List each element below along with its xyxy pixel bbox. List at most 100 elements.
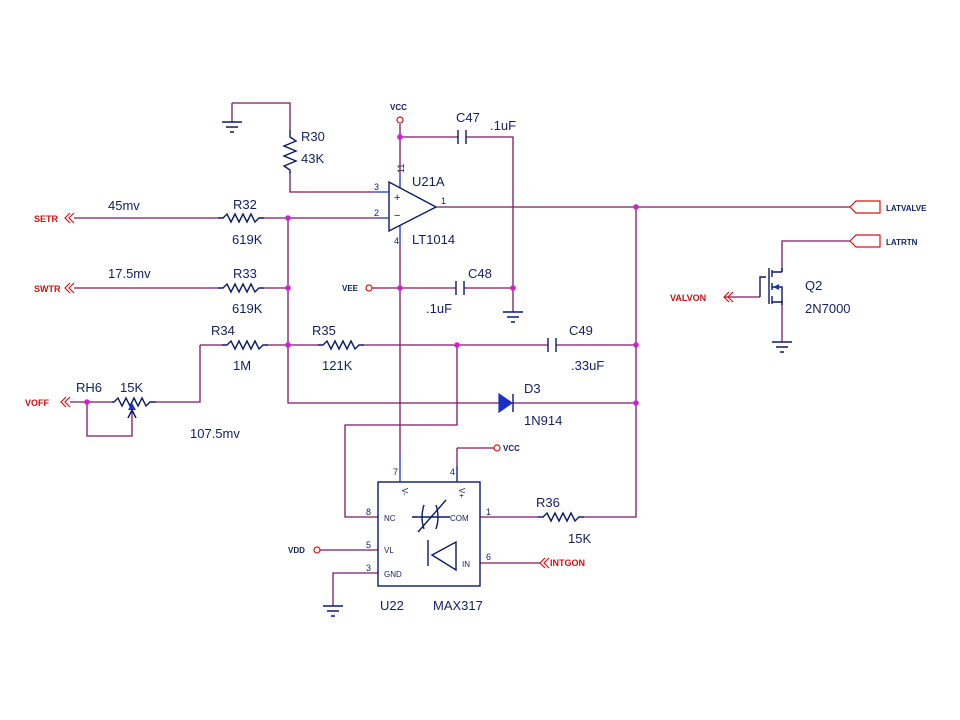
- voff-voltage-note: 107.5mv: [190, 426, 240, 441]
- capacitor-c47: C47 .1uF: [456, 110, 516, 144]
- junction-dot: [397, 285, 403, 291]
- vdd-power-circle: [313, 546, 321, 554]
- u22-ref: U22: [380, 598, 404, 613]
- r30-ref: R30: [301, 129, 325, 144]
- u22-pin4: 4: [450, 467, 455, 477]
- vcc-label: VCC: [503, 444, 520, 453]
- swtr-voltage-note: 17.5mv: [108, 266, 151, 281]
- latrtn-connector: LATRTN: [849, 234, 918, 248]
- switch-contact-icon: [412, 499, 450, 533]
- junction-dot: [633, 400, 639, 406]
- resistor-r33: R33 619K: [218, 266, 264, 316]
- potentiometer-rh6: RH6 15K: [76, 380, 156, 419]
- analog-switch-u22: 8 5 3 7 4 1 6 NC VL GND COM IN V- V+ U22…: [366, 455, 491, 613]
- u22-vminus-label: V-: [400, 488, 409, 496]
- junction-dot: [84, 399, 90, 405]
- ground-symbol: [503, 311, 523, 323]
- junction-dot: [454, 342, 460, 348]
- resistor-r36: R36 15K: [536, 495, 591, 546]
- u22-com-label: COM: [450, 514, 469, 523]
- intgon-connector: INTGON: [539, 557, 585, 569]
- latrtn-label: LATRTN: [886, 238, 918, 247]
- junction-dot: [285, 285, 291, 291]
- swtr-connector: SWTR: [34, 282, 75, 294]
- vdd-label: VDD: [288, 546, 305, 555]
- u22-vl-label: VL: [384, 546, 394, 555]
- latvalve-label: LATVALVE: [886, 204, 927, 213]
- u22-pin3: 3: [366, 563, 371, 573]
- u21a-pin2: 2: [374, 208, 379, 218]
- swtr-label: SWTR: [34, 284, 61, 294]
- junction-dot: [633, 204, 639, 210]
- vcc-power-circle: [493, 444, 501, 452]
- latvalve-connector: LATVALVE: [849, 200, 927, 214]
- r32-ref: R32: [233, 197, 257, 212]
- vee-power-circle: [365, 284, 373, 292]
- u21a-pin1: 1: [441, 196, 446, 206]
- capacitor-c48: C48 .1uF: [426, 266, 492, 316]
- vee-label: VEE: [342, 284, 359, 293]
- junction-dot: [285, 342, 291, 348]
- vcc-label: VCC: [390, 103, 407, 112]
- c47-value: .1uF: [490, 118, 516, 133]
- r33-value: 619K: [232, 301, 263, 316]
- r35-value: 121K: [322, 358, 353, 373]
- q2-ref: Q2: [805, 278, 822, 293]
- u22-pin7: 7: [393, 467, 398, 477]
- u22-pin1: 1: [486, 507, 491, 517]
- u21a-pin11: 11: [396, 164, 406, 173]
- c49-ref: C49: [569, 323, 593, 338]
- c48-value: .1uF: [426, 301, 452, 316]
- wires: [70, 102, 850, 606]
- u22-nc-label: NC: [384, 514, 396, 523]
- driver-buffer-icon: [427, 540, 457, 572]
- r34-value: 1M: [233, 358, 251, 373]
- rh6-ref: RH6: [76, 380, 102, 395]
- junctions: [84, 134, 639, 406]
- r35-ref: R35: [312, 323, 336, 338]
- setr-connector: SETR: [34, 212, 75, 224]
- u21a-ref: U21A: [412, 174, 445, 189]
- mosfet-q2: Q2 2N7000: [759, 268, 851, 316]
- capacitor-c49: C49 .33uF: [547, 323, 604, 373]
- opamp-u21a: + − 3 2 1 11 4 U21A LT1014: [374, 164, 455, 247]
- q2-value: 2N7000: [805, 301, 851, 316]
- c47-ref: C47: [456, 110, 480, 125]
- ground-symbol: [323, 605, 343, 617]
- vcc-power-circle: [396, 116, 404, 124]
- u22-pin6: 6: [486, 552, 491, 562]
- r36-ref: R36: [536, 495, 560, 510]
- r36-value: 15K: [568, 531, 591, 546]
- u22-vplus-label: V+: [457, 488, 466, 498]
- u21a-pin4: 4: [394, 236, 399, 246]
- r34-ref: R34: [211, 323, 235, 338]
- u21a-value: LT1014: [412, 232, 455, 247]
- voff-connector: VOFF: [25, 396, 71, 408]
- r32-value: 619K: [232, 232, 263, 247]
- r30-value: 43K: [301, 151, 324, 166]
- c49-value: .33uF: [571, 358, 604, 373]
- c48-ref: C48: [468, 266, 492, 281]
- junction-dot: [633, 342, 639, 348]
- intgon-label: INTGON: [550, 558, 585, 568]
- svg-text:−: −: [394, 210, 400, 222]
- u21a-pin3: 3: [374, 182, 379, 192]
- svg-text:+: +: [394, 192, 400, 204]
- ground-symbol: [772, 341, 792, 353]
- u22-gnd-label: GND: [384, 570, 402, 579]
- setr-label: SETR: [34, 214, 59, 224]
- d3-value: 1N914: [524, 413, 562, 428]
- rh6-value: 15K: [120, 380, 143, 395]
- resistor-r35: R35 121K: [312, 323, 364, 373]
- voff-label: VOFF: [25, 398, 50, 408]
- resistor-r32: R32 619K: [218, 197, 264, 247]
- ground-symbol: [222, 121, 242, 133]
- diode-d3: D3 1N914: [494, 381, 562, 428]
- resistor-r30: R30 43K: [282, 129, 325, 174]
- valvon-label: VALVON: [670, 293, 706, 303]
- u22-in-label: IN: [462, 560, 470, 569]
- junction-dot: [510, 285, 516, 291]
- valvon-connector: VALVON: [670, 291, 734, 303]
- u22-pin5: 5: [366, 540, 371, 550]
